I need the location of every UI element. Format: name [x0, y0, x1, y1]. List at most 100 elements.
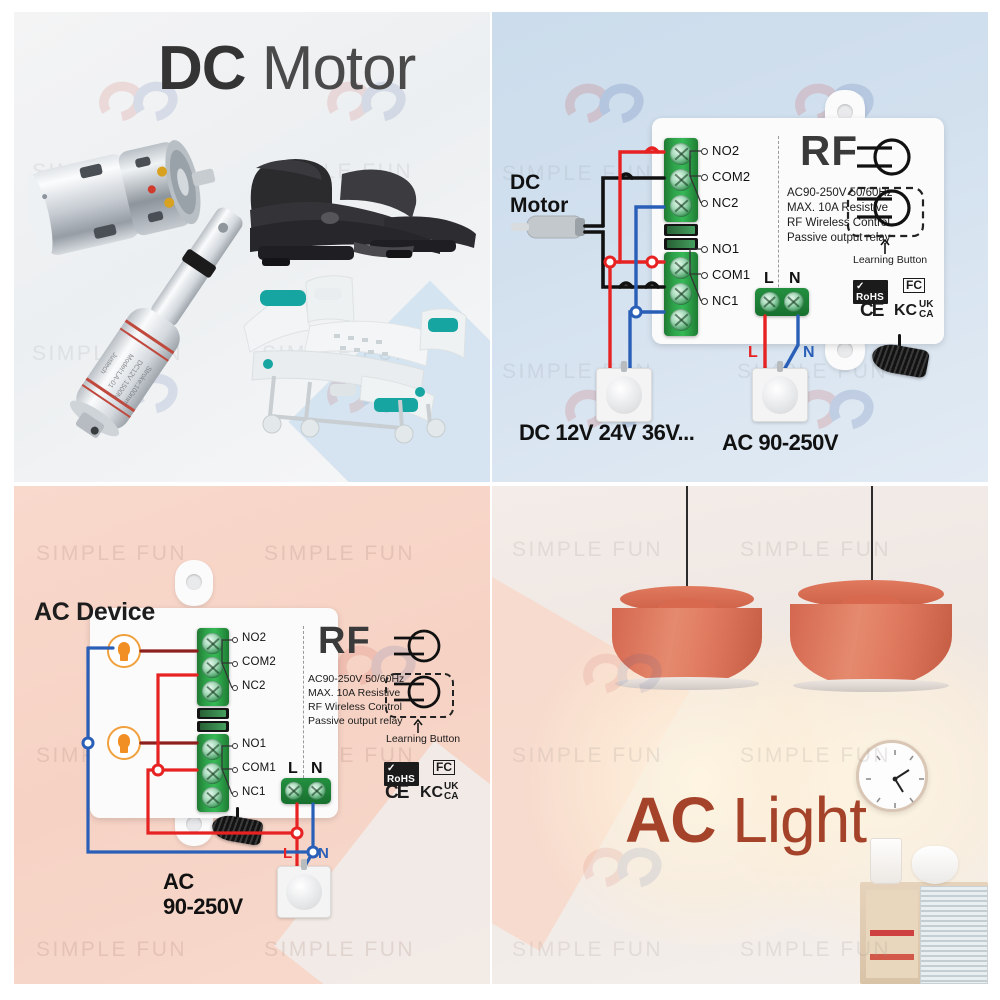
pin-label-com1: COM1 — [712, 267, 751, 282]
bulb-icon-2 — [107, 726, 141, 760]
rohs-check-icon: ✓ — [856, 281, 865, 292]
pendant-lamp-right — [782, 486, 962, 693]
pin-dot-nc2 — [701, 200, 708, 207]
spec-line-3: RF Wireless Control — [787, 217, 890, 229]
wire-label-live-ac: L — [283, 845, 293, 862]
pin-label-com2-ac: COM2 — [242, 656, 277, 668]
ce-mark-ac: CE — [385, 782, 409, 803]
learning-button-label-ac: Learning Button — [386, 733, 461, 745]
kc-mark-ac: KC — [420, 784, 444, 801]
hospital-bed-photo — [243, 275, 467, 444]
learning-button-arrow-ac — [413, 718, 423, 733]
terminal-label-l-ac: L — [288, 760, 298, 777]
pin-label-com2: COM2 — [712, 169, 751, 184]
caption-ac-line2: 90-250V — [163, 893, 243, 919]
glass-jar — [870, 838, 902, 884]
mounting-ear-top-ac — [175, 560, 213, 606]
wire-label-live-dc: L — [748, 344, 758, 361]
page-title-ac-light: AC Light — [625, 788, 867, 852]
wire-label-neutral-ac: N — [318, 845, 329, 862]
fcc-mark-ac: FC — [433, 760, 455, 776]
dc-motor-load-label: DC Motor — [510, 171, 569, 217]
relay-terminal-block-ch2 — [664, 138, 698, 222]
linear-actuator-photo: Justech Model:LA-01 DC12V 1500N Stroke:1… — [69, 207, 243, 438]
spec-line-4-ac: Passive output relay — [308, 715, 403, 727]
rohs-text: RoHS — [856, 292, 885, 303]
title-ac-bold: AC — [625, 784, 716, 856]
ukca-mark-ac: UK CA — [444, 782, 458, 802]
pin-dot-com1 — [701, 272, 708, 279]
pin-dot-no2-ac — [232, 637, 238, 643]
title-light-light: Light — [732, 784, 867, 856]
dc-power-socket — [596, 360, 652, 422]
ac-device-load-label: AC Device — [34, 598, 155, 626]
caption-dc-supply: DC 12V 24V 36V... — [519, 420, 695, 445]
rf-antenna — [869, 334, 936, 386]
pin-dot-no1-ac — [232, 743, 238, 749]
rf-antenna-ac — [210, 807, 270, 854]
dc-motor-photo — [28, 140, 216, 258]
pendant-lamp-left — [602, 486, 772, 690]
learning-button-label: Learning Button — [853, 254, 928, 266]
rf-logo-text: RF — [800, 127, 858, 174]
kc-mark: KC — [894, 302, 918, 319]
spec-line-1: AC90-250V 50/60Hz — [787, 187, 893, 199]
pin-label-nc1: NC1 — [712, 293, 739, 308]
spec-line-3-ac: RF Wireless Control — [308, 701, 402, 713]
terminal-label-n-ac: N — [311, 760, 323, 777]
page-title-dc-motor: DC Motor — [158, 38, 416, 100]
rohs-check-icon-ac: ✓ — [387, 763, 396, 774]
pin-dot-nc2-ac — [232, 685, 238, 691]
title-dc-light: Motor — [261, 34, 416, 103]
fuse-slot-1-ac — [197, 708, 229, 719]
title-dc-bold: DC — [158, 34, 247, 103]
pin-dot-com2-ac — [232, 661, 238, 667]
terminal-label-n: N — [789, 270, 801, 287]
cabinet-louver-door — [920, 886, 988, 984]
ce-mark: CE — [860, 300, 884, 321]
pin-label-com1-ac: COM1 — [242, 762, 277, 774]
fcc-mark: FC — [903, 278, 925, 294]
ukca-mark: UK CA — [919, 300, 933, 320]
ukca-line-2-ac: CA — [444, 791, 459, 802]
pin-dot-com2 — [701, 174, 708, 181]
pin-label-no2: NO2 — [712, 143, 740, 158]
recliner-chair-photo — [250, 158, 476, 266]
schematic-divider-ac — [303, 626, 304, 798]
pin-dot-no2 — [701, 148, 708, 155]
rohs-mark: ✓ RoHS — [853, 280, 889, 304]
dc-motor-label-line2: Motor — [510, 193, 569, 217]
pin-label-nc2: NC2 — [712, 195, 739, 210]
bulb-icon-1 — [107, 634, 141, 668]
learning-button-dashed-box — [846, 186, 925, 238]
teapot — [912, 846, 958, 884]
pin-dot-nc1-ac — [232, 791, 238, 797]
rf-logo-text-ac: RF — [318, 620, 371, 662]
learning-button-arrow — [880, 238, 890, 254]
caption-ac-line1: AC — [163, 869, 194, 894]
fuse-slot-2-ac — [197, 721, 229, 732]
pin-dot-nc1 — [701, 298, 708, 305]
dc-motor-label-line1: DC — [510, 171, 541, 194]
fuse-slot-1 — [664, 224, 698, 236]
schematic-divider-dc — [778, 136, 779, 312]
wall-clock — [856, 740, 928, 812]
wire-label-neutral-dc: N — [803, 344, 815, 361]
ukca-line-2: CA — [919, 309, 934, 320]
quadrant-ac-light-scene: SIMPLE FUN SIMPLE FUN SIMPLE FUN SIMPLE … — [492, 486, 988, 984]
clock-face — [866, 750, 924, 808]
ac-power-socket — [277, 859, 331, 918]
spec-line-2: MAX. 10A Resistive — [787, 202, 888, 214]
caption-ac-mains-dc: AC 90-250V — [722, 430, 839, 455]
pin-dot-no1 — [701, 246, 708, 253]
relay-terminal-block-ch1 — [664, 252, 698, 336]
caption-ac-mains: AC 90-250V — [163, 869, 243, 919]
